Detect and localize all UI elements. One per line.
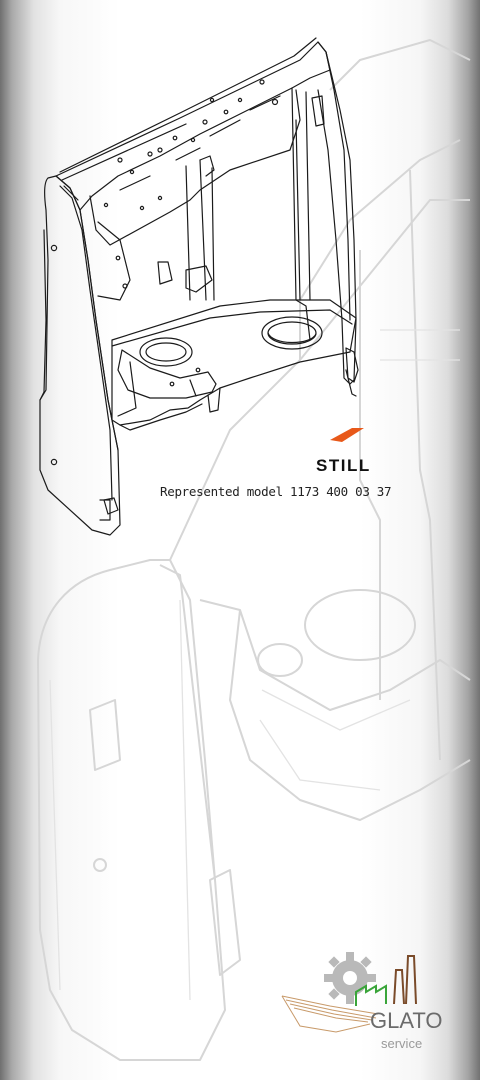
right-column [317, 41, 357, 385]
book-icon [281, 995, 379, 1033]
still-logo-swoosh-icon [330, 428, 364, 442]
floor-plate [111, 299, 357, 426]
top-plate [55, 41, 331, 211]
left-cutout [139, 337, 193, 367]
factory-icon [355, 984, 387, 1006]
still-logo-text: STILL [316, 456, 371, 475]
right-cutout [261, 316, 323, 350]
glato-logo-text: GLATO [370, 1008, 443, 1033]
chimney-icon [393, 955, 417, 1005]
represented-model-caption: Represented model 1173 400 03 37 [160, 484, 392, 499]
glato-tagline: service [381, 1036, 423, 1051]
